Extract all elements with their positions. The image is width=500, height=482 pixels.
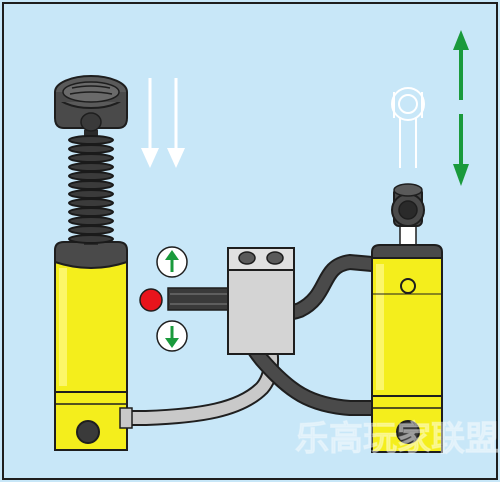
valve (139, 247, 295, 355)
pump-press-arrows (141, 78, 185, 168)
cylinder-rod-end (391, 183, 425, 227)
cylinder-base-hole (396, 420, 420, 444)
cylinder (371, 183, 443, 453)
valve-lever (167, 287, 233, 311)
valve-up-position (156, 246, 188, 278)
pump-base-hole (76, 420, 100, 444)
pump (54, 75, 133, 451)
valve-red-knob (139, 288, 163, 312)
pump-top-ring (54, 241, 128, 269)
pump-spring (68, 130, 114, 245)
watermark: 乐高玩家联盟 (295, 419, 499, 459)
valve-down-position (156, 320, 188, 352)
valve-top (227, 247, 295, 271)
pump-handle (54, 75, 128, 132)
cylinder-ghost-outline (391, 87, 425, 168)
cylinder-port (400, 278, 416, 294)
valve-body (227, 261, 295, 355)
cylinder-motion-arrows (453, 30, 469, 186)
